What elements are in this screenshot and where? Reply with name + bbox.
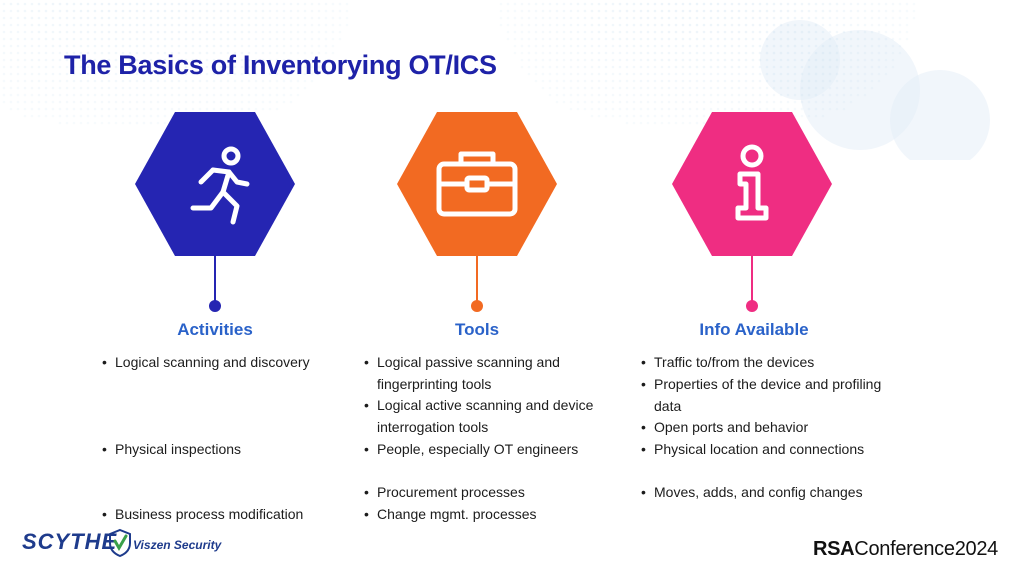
activities-connector-line	[214, 256, 216, 302]
tools-connector-line	[476, 256, 478, 302]
list-item: •Open ports and behavior	[641, 419, 809, 435]
list-item: •Logical active scanning and device inte…	[364, 397, 594, 435]
tools-heading: Tools	[454, 320, 500, 339]
list-item: •Change mgmt. processes	[364, 506, 537, 522]
list-item: •Moves, adds, and config changes	[641, 484, 863, 500]
info-hexagon	[672, 112, 832, 256]
rsa-conference-logo: RSAConference2024	[813, 538, 998, 561]
rsa-logo-rest: Conference	[854, 538, 955, 560]
list-item: •Physical location and connections	[641, 441, 865, 457]
list-item: •Business process modification	[102, 506, 304, 522]
info-connector-dot	[746, 300, 758, 312]
activities-hexagon	[135, 112, 295, 256]
list-item: •Properties of the device and profiling …	[641, 376, 882, 414]
activities-heading: Activities	[177, 320, 253, 339]
viszen-security-logo: Viszen Security	[133, 538, 222, 552]
briefcase-icon	[436, 151, 518, 217]
rsa-logo-year: 2024	[954, 538, 999, 560]
list-item: •Procurement processes	[364, 484, 525, 500]
scythe-logo: SCYTHE	[22, 529, 118, 554]
list-item: •Traffic to/from the devices	[641, 354, 815, 370]
running-person-icon	[190, 146, 250, 225]
info-connector-line	[751, 256, 753, 302]
rsa-logo-strong: RSA	[812, 538, 855, 560]
list-item: •Logical passive scanning and fingerprin…	[364, 354, 560, 392]
activities-connector-dot	[209, 300, 221, 312]
list-item: •Physical inspections	[102, 441, 242, 457]
list-item: •Logical scanning and discovery	[102, 354, 310, 370]
list-item: •People, especially OT engineers	[364, 441, 579, 457]
viszen-shield-icon	[109, 528, 131, 558]
slide-title: The Basics of Inventorying OT/ICS	[64, 50, 497, 80]
tools-hexagon	[397, 112, 557, 256]
info-heading: Info Available	[699, 320, 809, 339]
info-icon	[735, 144, 769, 221]
tools-connector-dot	[471, 300, 483, 312]
